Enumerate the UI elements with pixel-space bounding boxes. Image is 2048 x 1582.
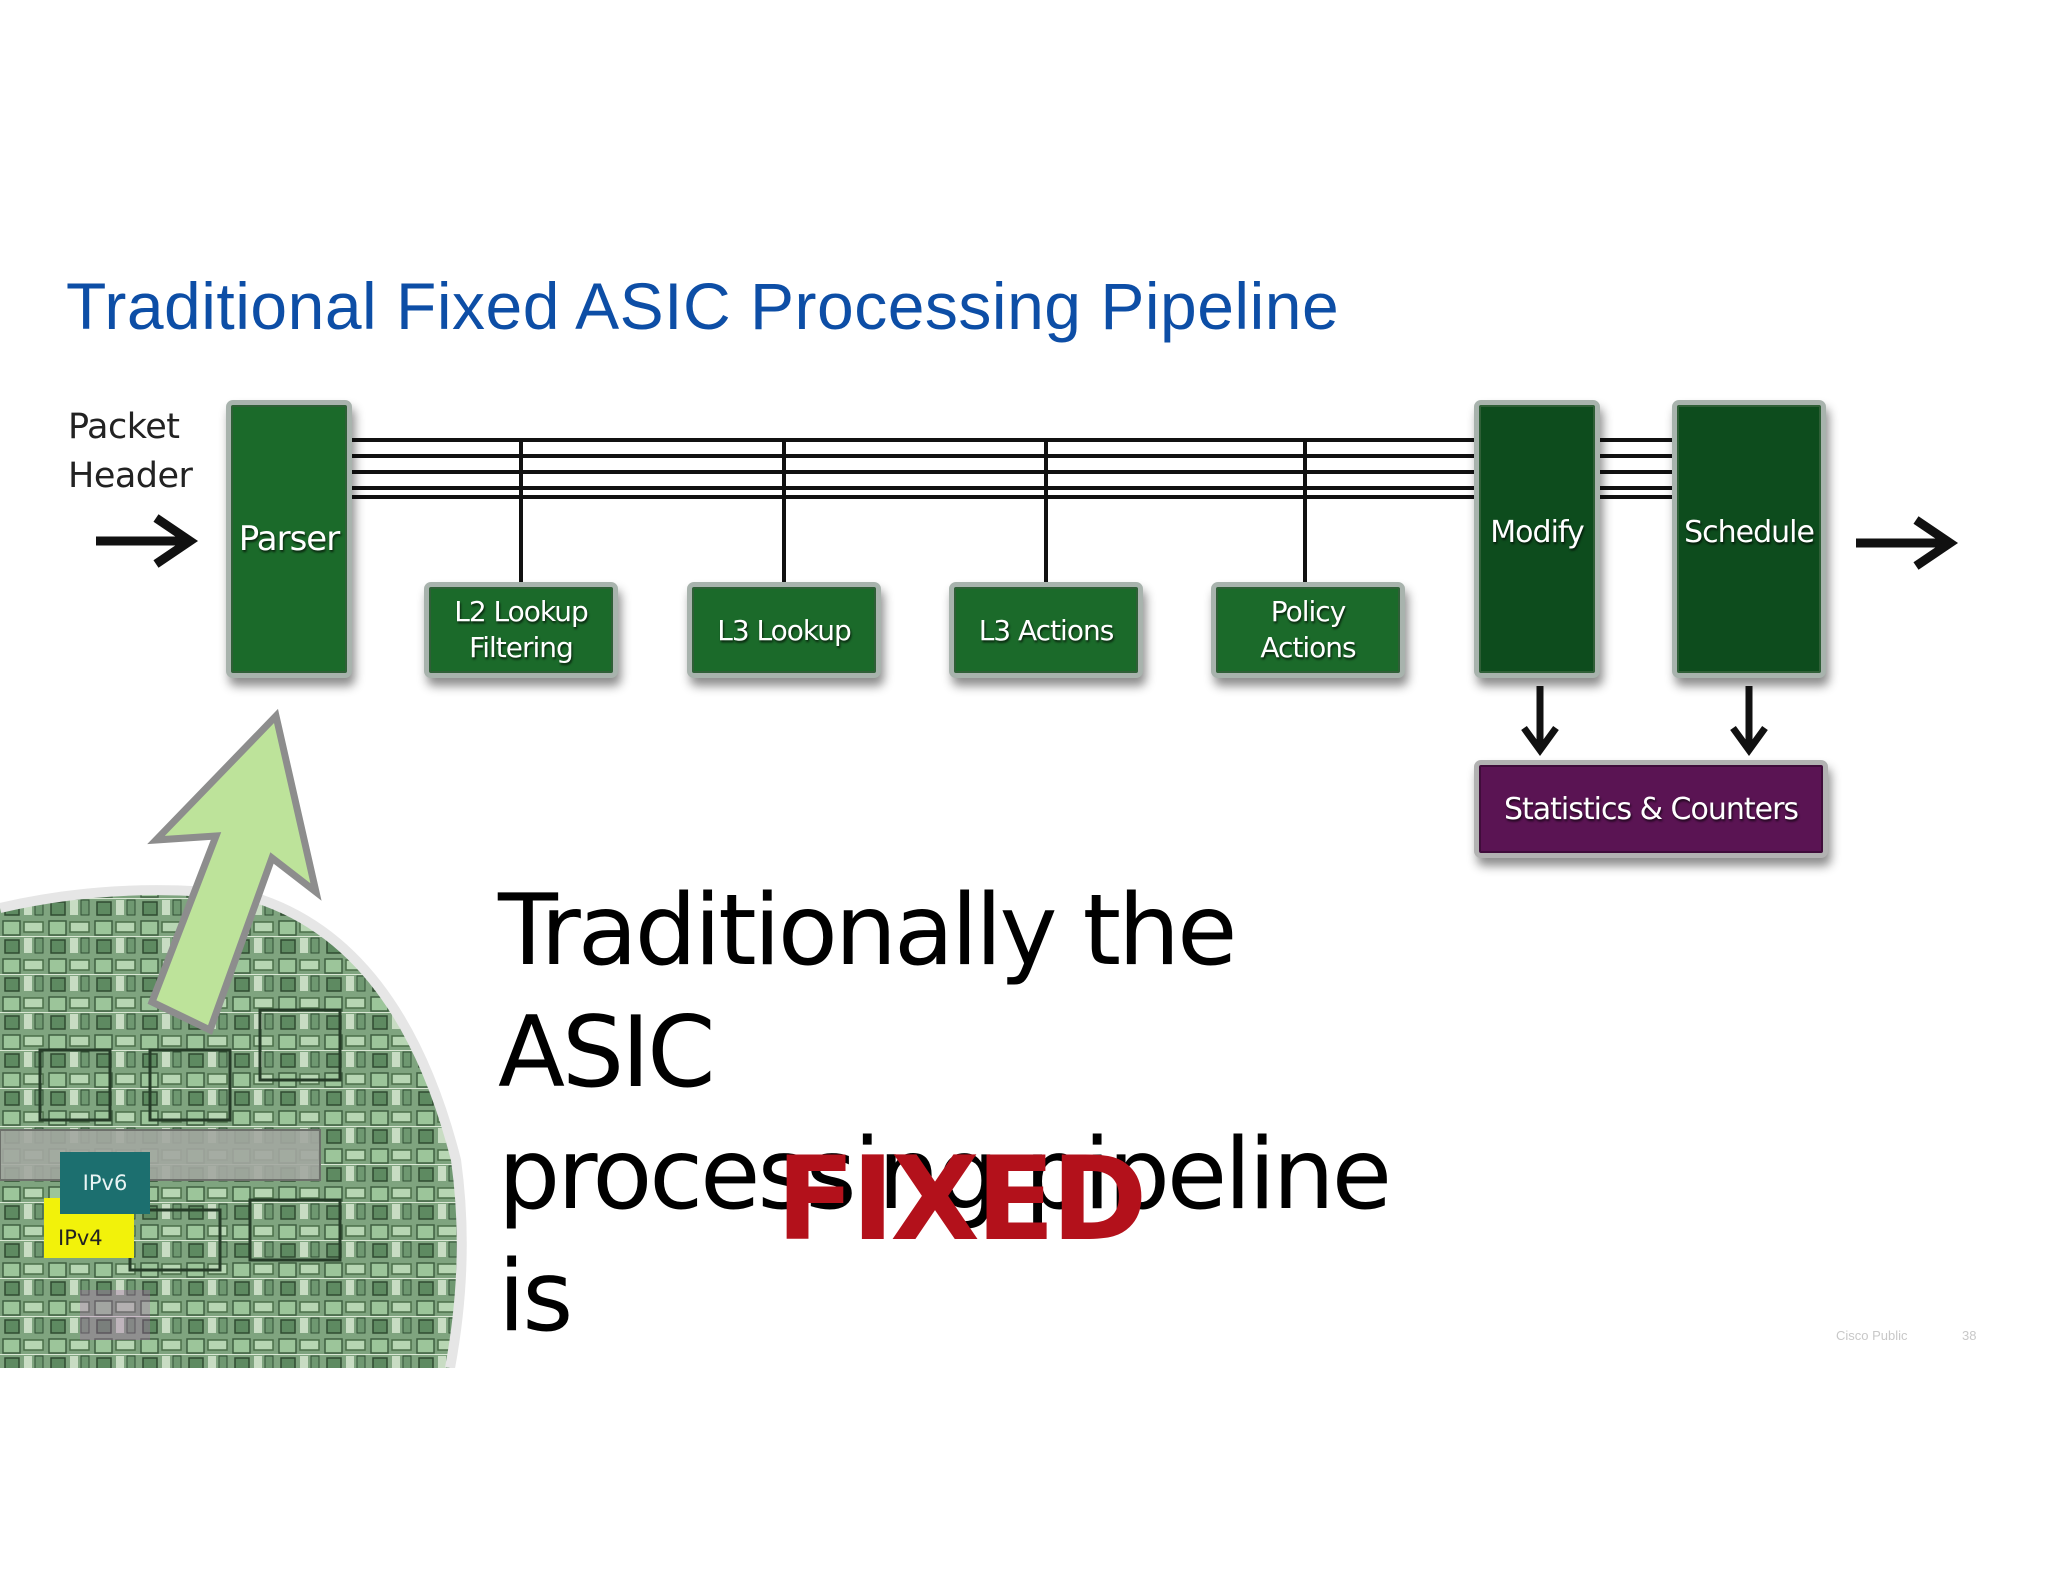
statement-line2: processing pipeline is bbox=[498, 1118, 1392, 1354]
stage-l2-lookup: L2 Lookup Filtering bbox=[424, 582, 618, 678]
stage-policy-line1: Policy bbox=[1270, 595, 1347, 628]
footer-label: Cisco Public bbox=[1836, 1328, 1908, 1343]
stats-counters-label: Statistics & Counters bbox=[1503, 791, 1799, 827]
statement-emphasis: FIXED bbox=[776, 1132, 1147, 1267]
down-arrow-icon bbox=[1730, 686, 1768, 756]
stage-l3-actions: L3 Actions bbox=[949, 582, 1143, 678]
stage-policy-line2: Actions bbox=[1260, 631, 1356, 664]
stage-modify: Modify bbox=[1474, 400, 1600, 678]
slide-title: Traditional Fixed ASIC Processing Pipeli… bbox=[66, 269, 1340, 343]
statement-line1: Traditionally the ASIC bbox=[498, 874, 1237, 1110]
stage-l2-line2: Filtering bbox=[469, 631, 574, 664]
input-label: Packet Header bbox=[68, 403, 193, 501]
ipv6-tag: IPv6 bbox=[60, 1152, 150, 1214]
stage-parser: Parser bbox=[226, 400, 352, 678]
stage-l3-actions-label: L3 Actions bbox=[978, 613, 1115, 647]
right-arrow-icon bbox=[96, 514, 199, 568]
stats-counters: Statistics & Counters bbox=[1474, 760, 1828, 858]
ipv4-label: IPv4 bbox=[58, 1226, 103, 1250]
asic-die-image bbox=[0, 885, 467, 1368]
stage-schedule: Schedule bbox=[1672, 400, 1826, 678]
stage-schedule-label: Schedule bbox=[1684, 515, 1815, 550]
page-number: 38 bbox=[1962, 1328, 1977, 1343]
up-right-arrow-icon bbox=[147, 708, 322, 1035]
stage-policy-actions: Policy Actions bbox=[1211, 582, 1405, 678]
stage-l3-lookup: L3 Lookup bbox=[687, 582, 881, 678]
stage-l2-line1: L2 Lookup bbox=[454, 595, 589, 628]
input-label-line2: Header bbox=[68, 456, 193, 496]
ipv6-label: IPv6 bbox=[82, 1171, 128, 1195]
stage-modify-label: Modify bbox=[1490, 515, 1584, 550]
right-arrow-icon bbox=[1856, 516, 1959, 570]
stage-l3-lookup-label: L3 Lookup bbox=[717, 613, 852, 647]
statement: Traditionally the ASIC processing pipeli… bbox=[498, 870, 1398, 1358]
down-arrow-icon bbox=[1521, 686, 1559, 756]
stage-parser-label: Parser bbox=[238, 519, 340, 559]
input-label-line1: Packet bbox=[68, 407, 180, 447]
